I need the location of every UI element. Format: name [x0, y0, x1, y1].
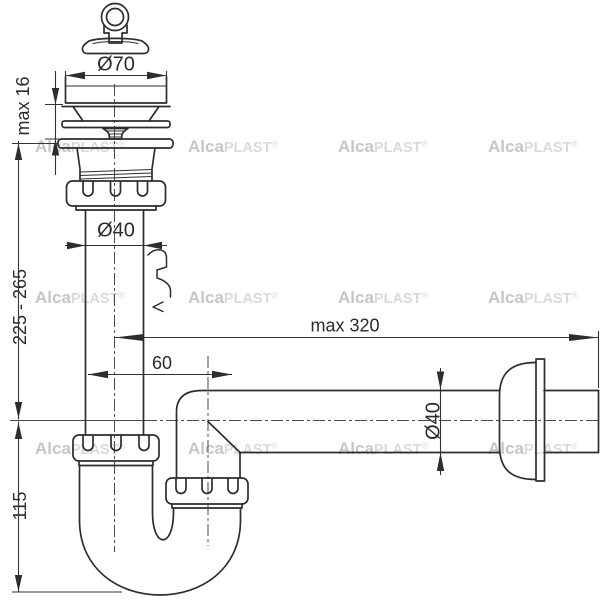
strainer-thread-lines — [79, 169, 153, 180]
plug-shackle — [103, 24, 128, 44]
dim-plug-diameter-label: Ø70 — [97, 54, 135, 76]
elbow-miter — [207, 420, 241, 479]
trap-left-tube — [78, 464, 154, 521]
dim-axis-offset: 60 — [88, 353, 232, 379]
sink-waste-strainer — [57, 76, 174, 211]
dim-outlet-diameter-label: Ø40 — [423, 402, 445, 440]
flange-plate — [535, 358, 546, 482]
strainer-locknut-skirt — [75, 205, 157, 211]
dim-pipe-diameter-top: Ø40 — [65, 220, 167, 250]
dim-axis-offset-label: 60 — [152, 353, 172, 373]
nut-skirt — [78, 460, 154, 467]
dim-outlet-length: max 320 — [114, 316, 600, 388]
nut-body — [72, 434, 160, 462]
strainer-locknut-slots — [82, 180, 149, 197]
break-symbol — [147, 249, 172, 313]
drain-plug — [81, 2, 150, 55]
strainer-bowl — [61, 76, 171, 108]
strainer-screw-hatch — [105, 130, 126, 138]
trap-outer-bend — [78, 519, 242, 596]
trap-inlet-nut — [72, 434, 160, 467]
u-bend-trap — [78, 464, 242, 596]
trap-right-tube — [172, 507, 242, 521]
nut-skirt — [171, 503, 243, 509]
dim-inlet-height-range: 225 - 265 — [10, 141, 58, 420]
dim-inlet-height-range-label: 225 - 265 — [10, 269, 30, 345]
dim-trap-depth-label: 115 — [10, 492, 30, 521]
dim-outlet-length-label: max 320 — [310, 316, 379, 336]
dim-pipe-diameter-top-label: Ø40 — [97, 220, 135, 242]
plug-ring-inner — [105, 7, 125, 27]
nut-slots — [175, 477, 239, 495]
vertical-inlet-pipe — [84, 209, 145, 436]
flange-bell — [498, 361, 537, 481]
dim-outlet-diameter: Ø40 — [423, 368, 445, 475]
dim-flange-height-label: max 16 — [13, 76, 33, 135]
elbow-outer — [175, 389, 500, 479]
strainer-washer — [61, 120, 171, 129]
dim-flange-height: max 16 — [13, 71, 63, 175]
plug-stopper — [81, 37, 150, 55]
siphon-parts — [57, 2, 600, 596]
strainer-locknut — [65, 180, 167, 207]
dim-trap-depth: 115 — [10, 421, 122, 593]
outlet-elbow-pipe — [175, 389, 600, 479]
nut-slots — [82, 434, 150, 452]
strainer-body — [76, 147, 156, 182]
dimension-annotations: Ø70 max 16 225 - 265 115 Ø40 — [10, 54, 600, 593]
watermark-grid — [35, 137, 579, 458]
wall-flange — [498, 358, 546, 482]
plug-stopper-contour — [92, 40, 139, 44]
trap-outlet-nut — [165, 477, 249, 509]
strainer-taper — [72, 105, 160, 122]
centerlines — [10, 84, 598, 552]
plug-ring-outer — [100, 2, 130, 32]
dim-plug-diameter: Ø70 — [64, 54, 168, 80]
nut-body — [165, 477, 249, 505]
trap-inner-bend — [151, 511, 175, 541]
